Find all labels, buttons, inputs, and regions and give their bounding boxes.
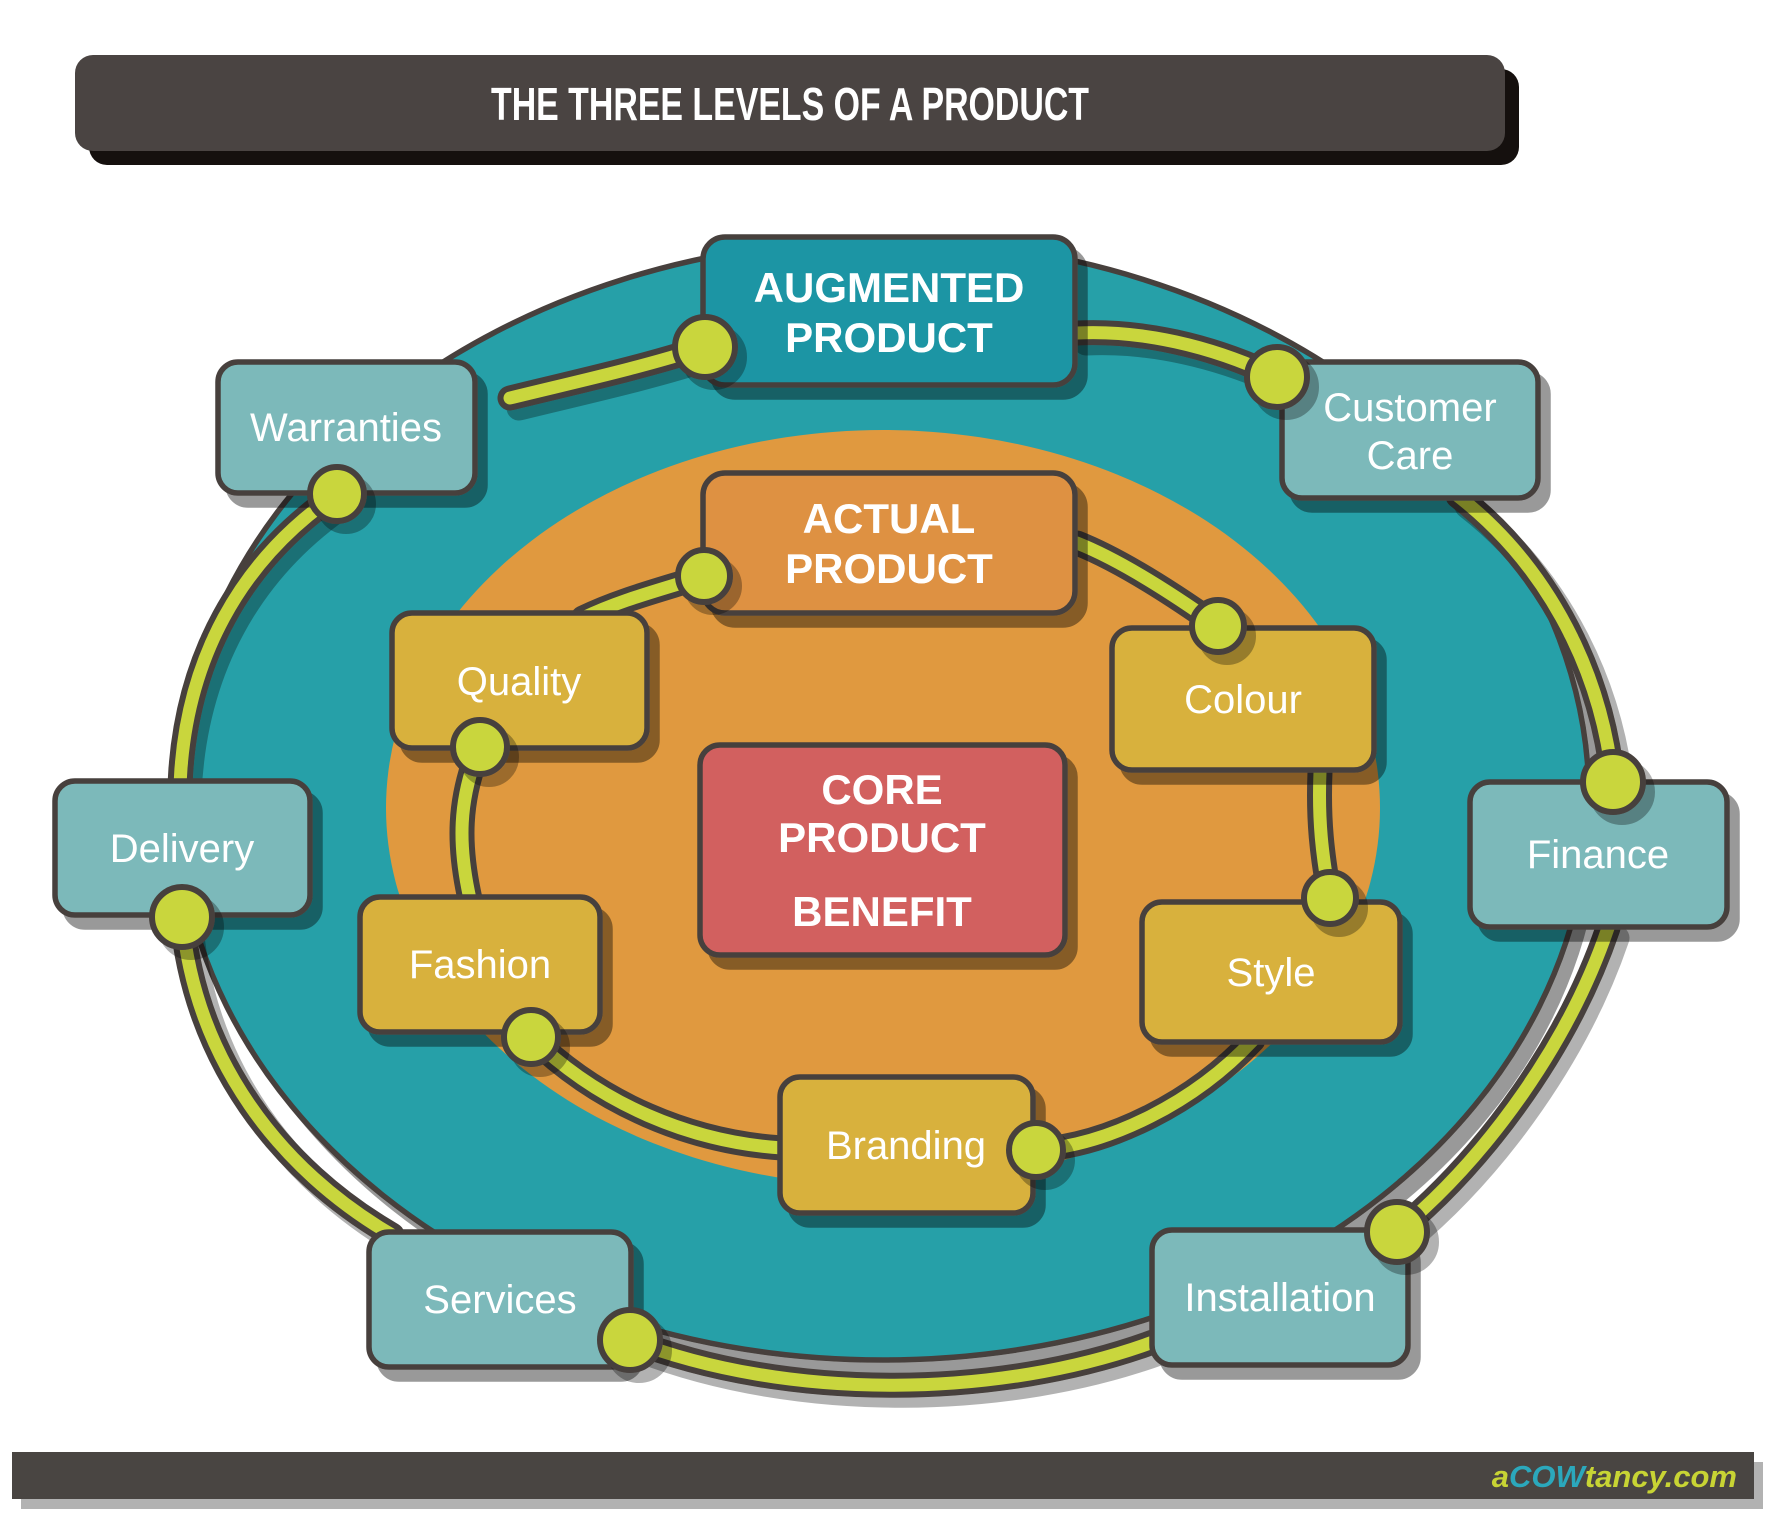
delivery-box: Delivery	[52, 778, 313, 918]
node-fashion	[501, 1007, 561, 1067]
brand-logo-suffix: tancy.com	[1585, 1459, 1737, 1494]
branding-box: Branding	[777, 1074, 1036, 1216]
core-product-line3: BENEFIT	[792, 888, 972, 935]
services-rect	[366, 1229, 634, 1370]
installation-label: Installation	[1184, 1276, 1375, 1320]
delivery-label: Delivery	[110, 827, 254, 871]
quality-rect	[389, 610, 650, 751]
actual-product-rect	[700, 470, 1078, 616]
services-label: Services	[423, 1278, 576, 1322]
ring-nodes	[149, 314, 1646, 1373]
colour-box: Colour	[1109, 625, 1377, 773]
actual-product-line2: PRODUCT	[785, 545, 993, 592]
connector-fashion-branding-fill	[524, 1030, 789, 1155]
fashion-rect	[357, 894, 603, 1035]
connector-warranties-delivery-fill	[173, 487, 344, 792]
brand-logo: aCOWtancy.com	[1492, 1459, 1737, 1494]
colour-label: Colour	[1184, 678, 1302, 722]
connector-installation-finance-fill	[1390, 921, 1615, 1239]
connector-delivery-services-fill	[175, 910, 399, 1242]
core-product-line1: CORE	[821, 766, 942, 813]
branding-label: Branding	[826, 1124, 986, 1168]
quality-box: Quality	[389, 610, 650, 751]
finance-box: Finance	[1467, 779, 1730, 930]
warranties-box: Warranties	[215, 359, 478, 496]
style-rect	[1139, 899, 1403, 1045]
node-customer-care	[1244, 344, 1310, 410]
actual-product-line1: ACTUAL	[803, 495, 976, 542]
finance-label: Finance	[1527, 833, 1669, 877]
footer-bar	[12, 1452, 1754, 1499]
node-style	[1301, 869, 1359, 927]
node-warranties	[307, 464, 367, 524]
node-delivery	[149, 884, 215, 950]
style-box: Style	[1139, 899, 1403, 1045]
warranties-label: Warranties	[250, 406, 442, 450]
connector-services-installation-fill	[623, 1333, 1160, 1392]
footer-bar-group: aCOWtancy.com	[12, 1452, 1754, 1499]
core-product-rect	[697, 742, 1068, 958]
core-product-box: CORE PRODUCT BENEFIT	[697, 742, 1068, 958]
node-installation	[1364, 1199, 1430, 1265]
node-services	[597, 1307, 663, 1373]
node-finance	[1580, 749, 1646, 815]
augmented-product-box: AUGMENTED PRODUCT	[700, 234, 1078, 388]
quality-label: Quality	[457, 660, 582, 704]
actual-product-box: ACTUAL PRODUCT	[700, 470, 1078, 616]
outer-ring-connectors	[167, 320, 1626, 1398]
node-augmented-left	[672, 314, 738, 380]
installation-box: Installation	[1149, 1227, 1411, 1368]
node-branding	[1006, 1120, 1066, 1180]
core-product-line2: PRODUCT	[778, 814, 986, 861]
node-quality	[450, 717, 510, 777]
node-actual-left	[675, 547, 733, 605]
customer-care-line2: Care	[1367, 434, 1454, 478]
node-colour	[1189, 597, 1247, 655]
installation-rect	[1149, 1227, 1411, 1368]
customer-care-box: Customer Care	[1279, 359, 1541, 501]
connector-finance-customercare-fill	[1451, 489, 1620, 789]
title-bar	[75, 55, 1505, 151]
brand-logo-mid: COW	[1509, 1459, 1588, 1494]
fashion-box: Fashion	[357, 894, 603, 1035]
page-title: THE THREE LEVELS OF A PRODUCT	[491, 78, 1089, 130]
customer-care-line1: Customer	[1323, 386, 1496, 430]
customer-care-rect	[1279, 359, 1541, 501]
augmented-product-line2: PRODUCT	[785, 314, 993, 361]
style-label: Style	[1227, 951, 1316, 995]
augmented-product-line1: AUGMENTED	[754, 264, 1025, 311]
augmented-product-rect	[700, 234, 1078, 388]
brand-logo-prefix: a	[1492, 1459, 1509, 1494]
fashion-label: Fashion	[409, 943, 551, 987]
services-box: Services	[366, 1229, 634, 1370]
